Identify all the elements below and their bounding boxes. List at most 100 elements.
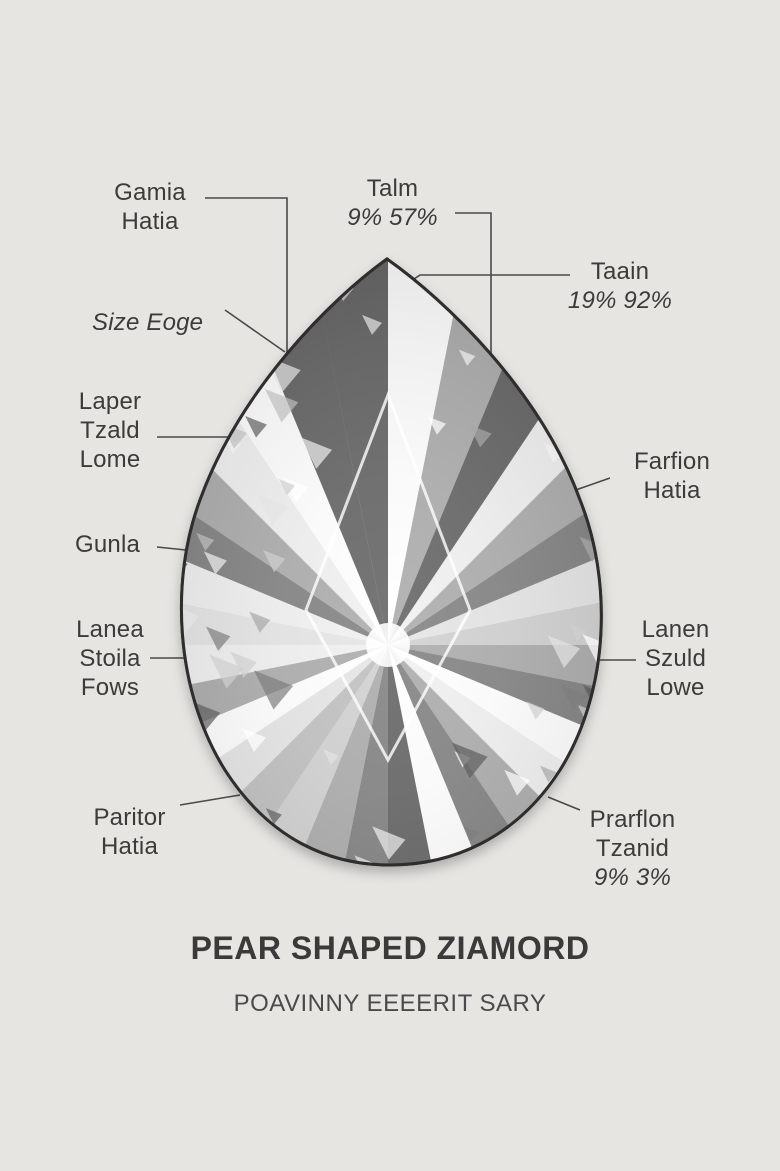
facet-ray xyxy=(388,259,490,645)
facet-chip xyxy=(579,536,602,562)
facet-ray xyxy=(181,277,388,645)
label-top-left: Gamia Hatia xyxy=(100,178,200,236)
facet-ray xyxy=(286,645,388,865)
facet-ray xyxy=(181,645,388,865)
facet-chip xyxy=(643,528,666,551)
facet-chip xyxy=(98,750,124,776)
label-top-center-line-2: 9% 57% xyxy=(347,204,438,231)
facet-ray xyxy=(388,645,490,865)
facet-chip xyxy=(372,826,406,860)
facet-chip xyxy=(80,712,109,741)
facet-chip xyxy=(56,485,87,516)
facet-chip xyxy=(151,497,168,514)
label-left-lower: Lanea Stoila Fows xyxy=(55,615,165,702)
label-left-upper-line-1: Laper xyxy=(78,388,142,415)
facet-ray xyxy=(388,645,602,865)
facet-chip xyxy=(547,635,581,668)
facet-chip xyxy=(463,826,479,842)
label-left-upper-line-2: Tzald xyxy=(80,417,140,444)
facet-chip xyxy=(256,493,289,526)
facet-chip xyxy=(560,684,588,712)
facet-chip xyxy=(58,714,95,751)
facet-ray xyxy=(189,645,388,865)
facet-chip xyxy=(361,314,382,335)
facet-ray xyxy=(181,645,388,747)
label-right-lower-line-1: Lanen xyxy=(641,616,710,643)
facet-ray xyxy=(388,277,602,645)
facet-chip xyxy=(491,306,520,335)
table-facet-outline xyxy=(304,390,472,764)
label-right-lower-line-3: Lowe xyxy=(646,674,705,701)
facet-ray xyxy=(388,645,602,865)
label-right-lower-line-2: Szuld xyxy=(644,645,707,672)
facet-chip xyxy=(111,713,134,736)
facet-chip xyxy=(434,863,467,865)
label-right-upper-line-1: Farfion xyxy=(633,448,711,475)
label-left-upper-line-3: Lome xyxy=(79,446,141,473)
facet-ray xyxy=(388,645,602,747)
label-left-lower-line-3: Fows xyxy=(80,674,140,701)
facet-chip xyxy=(196,532,215,551)
facet-chip xyxy=(253,670,294,710)
facet-chip xyxy=(526,701,545,720)
facet-chip xyxy=(468,424,492,448)
facet-ray xyxy=(388,446,602,645)
facet-chip xyxy=(352,1021,366,1035)
facet-chip xyxy=(230,651,257,679)
facet-ray xyxy=(388,645,602,865)
facet-chip xyxy=(215,443,250,478)
facet-chip xyxy=(601,389,624,412)
label-top-right-line-2: 19% 92% xyxy=(567,287,673,314)
facet-chip xyxy=(323,749,339,765)
facet-chip xyxy=(300,437,333,469)
facet-ray xyxy=(181,645,388,865)
label-top-center: Talm 9% 57% xyxy=(320,174,465,232)
facet-chip xyxy=(582,634,602,665)
culet-highlight xyxy=(366,623,410,667)
label-bottom-right-line-1: Prarflon xyxy=(589,806,676,833)
facet-chip xyxy=(621,530,636,545)
label-right-lower: Lanen Szuld Lowe xyxy=(618,615,733,702)
label-bottom-right-line-3: 9% 3% xyxy=(593,864,672,891)
label-left-mid: Gunla xyxy=(75,530,165,559)
facet-chip xyxy=(264,388,299,423)
label-top-right: Taain 19% 92% xyxy=(535,257,705,315)
label-left-lower-line-2: Stoila xyxy=(79,645,141,672)
facet-chip xyxy=(137,745,176,784)
facet-chip xyxy=(217,271,238,292)
facet-chip xyxy=(249,611,271,633)
facet-ray xyxy=(388,356,602,645)
leader-line-top-left xyxy=(205,197,288,355)
facet-chip xyxy=(265,808,282,825)
facet-ray xyxy=(181,645,388,844)
facet-chip xyxy=(262,549,286,573)
facet-ray xyxy=(388,645,602,844)
label-size-edge: Size Eoge xyxy=(92,308,222,337)
label-right-upper: Farfion Hatia xyxy=(612,447,732,505)
facet-chip xyxy=(587,412,602,429)
facet-chip xyxy=(150,889,184,923)
label-top-left-line-2: Hatia xyxy=(121,208,179,235)
facet-chip xyxy=(85,727,110,752)
facet-chip xyxy=(504,769,530,796)
leader-line-size-edge xyxy=(224,309,286,353)
diagram-title: PEAR SHAPED ZIAMORD xyxy=(190,930,590,966)
leader-line-bottom-left xyxy=(179,794,241,806)
facet-chip xyxy=(241,727,266,753)
facet-ray xyxy=(181,446,388,645)
label-bottom-right-line-2: Tzanid xyxy=(595,835,670,862)
facet-chip xyxy=(569,623,587,642)
facet-chip xyxy=(278,478,296,496)
label-top-center-line-1: Talm xyxy=(366,175,419,202)
label-right-upper-line-2: Hatia xyxy=(643,477,701,504)
facet-chip xyxy=(245,415,267,438)
facet-ray xyxy=(388,645,587,865)
label-top-right-line-1: Taain xyxy=(590,258,650,285)
label-size-edge-line-1: Size Eoge xyxy=(92,309,204,336)
leader-line-bottom-right xyxy=(547,796,581,811)
facet-chip xyxy=(203,551,227,575)
facet-ray xyxy=(286,259,388,645)
facet-chip xyxy=(643,333,667,357)
